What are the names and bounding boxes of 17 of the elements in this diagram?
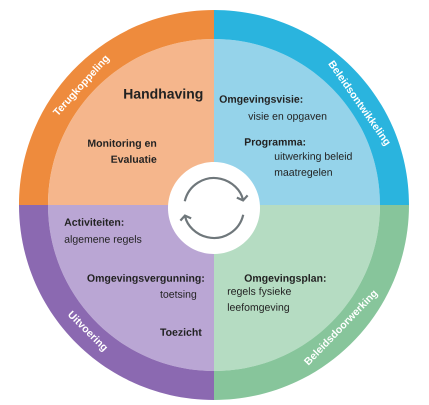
description: visie en opgaven bbox=[248, 112, 326, 122]
quadrant-sector bbox=[214, 205, 409, 400]
quadrant-sector bbox=[19, 10, 214, 205]
heading: Monitoring en Evaluatie bbox=[88, 139, 156, 163]
quadrant-sector bbox=[214, 10, 409, 205]
heading: Omgevingsvergunning: bbox=[87, 274, 204, 284]
description: uitwerking beleid maatregelen bbox=[274, 152, 352, 178]
heading: Omgevingsvisie: bbox=[220, 95, 302, 105]
heading: Handhaving bbox=[124, 88, 202, 102]
description: algemene regels bbox=[64, 235, 142, 245]
heading: Omgevingsplan: bbox=[244, 274, 326, 284]
quadrant-sector bbox=[19, 205, 214, 400]
heading: Toezicht bbox=[160, 328, 202, 336]
heading: Programma: bbox=[244, 138, 306, 148]
heading: Activiteiten: bbox=[64, 218, 124, 226]
description: regels fysieke leefomgeving bbox=[228, 287, 291, 313]
description: toetsing bbox=[160, 290, 196, 300]
